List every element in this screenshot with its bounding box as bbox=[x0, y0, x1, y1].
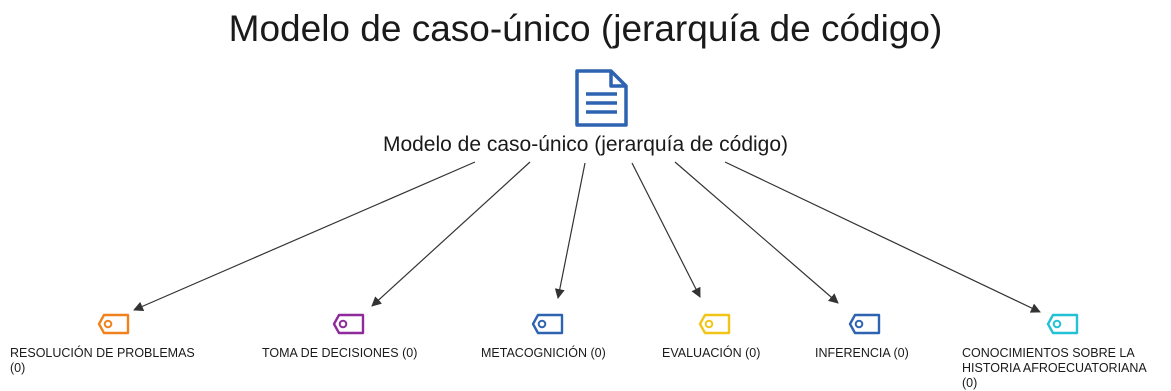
code-tag-icon bbox=[97, 313, 130, 335]
edge-evaluacion bbox=[631, 162, 701, 298]
code-label: METACOGNICIÓN (0) bbox=[481, 346, 606, 360]
root-node-label: Modelo de caso-único (jerarquía de códig… bbox=[382, 133, 789, 156]
code-label: RESOLUCIÓN DE PROBLEMAS bbox=[10, 346, 195, 360]
code-label: EVALUACIÓN (0) bbox=[662, 346, 761, 360]
code-label: CONOCIMIENTOS SOBRE LA bbox=[962, 346, 1135, 360]
code-label: TOMA DE DECISIONES (0) bbox=[262, 346, 418, 360]
code-tag-icon bbox=[848, 313, 881, 335]
code-tag-icon bbox=[1046, 313, 1079, 335]
edge-inferencia bbox=[674, 161, 839, 304]
diagram-title: Modelo de caso-único (jerarquía de códig… bbox=[228, 8, 943, 49]
edge-resolucion bbox=[133, 161, 476, 312]
edge-conocimientos bbox=[724, 161, 1041, 313]
code-count: (0) bbox=[10, 361, 26, 375]
code-tag-icon bbox=[332, 313, 365, 335]
code-tag-icon bbox=[531, 313, 564, 335]
document-icon bbox=[574, 68, 630, 128]
edge-toma bbox=[371, 161, 531, 307]
code-count: (0) bbox=[962, 376, 978, 390]
code-label: INFERENCIA (0) bbox=[815, 346, 909, 360]
edge-metacognicion bbox=[554, 162, 586, 299]
code-tag-icon bbox=[698, 313, 731, 335]
code-label-line2: HISTORIA AFROECUATORIANA bbox=[962, 361, 1147, 375]
